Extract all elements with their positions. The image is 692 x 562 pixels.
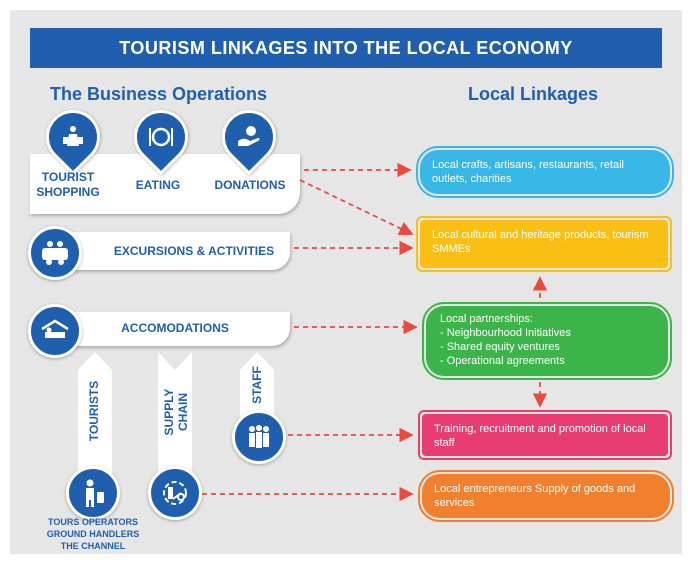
linkage-crafts-outline [416, 146, 674, 198]
linkage-entrepreneurs-outline [418, 470, 674, 522]
linkage-training: Training, recruitment and promotion of l… [422, 414, 668, 456]
linkage-training-outline [418, 410, 672, 460]
right-heading: Local Linkages [468, 84, 599, 104]
eating-label: EATING [135, 178, 181, 192]
shopping-icon [63, 126, 83, 146]
supply-chain-icon [163, 481, 187, 505]
staff-icon [249, 425, 269, 448]
linkage-cultural-outline [416, 216, 672, 272]
staff-circle [232, 410, 286, 464]
donations-label: DONATIONS [214, 178, 286, 192]
accommodation-circle [28, 304, 82, 358]
left-heading: The Business Operations [50, 84, 268, 104]
donations-pin [210, 98, 288, 176]
eating-icon [149, 127, 173, 147]
linkage-entrepreneurs: Local entrepreneurs Supply of goods and … [422, 474, 670, 518]
accommodation-icon [41, 319, 69, 338]
arrow-shopping-to-cultural [299, 179, 414, 236]
donations-icon [238, 126, 260, 146]
linkage-partnerships-outline [422, 302, 672, 380]
supply-chain-bar [158, 352, 192, 480]
shopping-pin [34, 98, 112, 176]
excursions-circle [28, 226, 82, 280]
tourist-icon [86, 479, 104, 507]
tourists-bar [78, 352, 112, 478]
tourist-shopping-label: TOURIST SHOPPING [36, 170, 100, 199]
diagram-background [10, 10, 682, 554]
accommodations-label: ACCOMODATIONS [121, 321, 229, 335]
accommodations-card [60, 312, 290, 346]
eating-pin [122, 98, 200, 176]
excursions-card [60, 232, 290, 270]
tours-operators-label: TOURS OPERATORS GROUND HANDLERS THE CHAN… [46, 517, 140, 551]
supply-chain-circle [148, 466, 202, 520]
linkage-cultural: Local cultural and heritage products, to… [420, 220, 668, 268]
excursions-label: EXCURSIONS & ACTIVITIES [113, 244, 275, 258]
diagram-title: TOURISM LINKAGES INTO THE LOCAL ECONOMY [30, 28, 662, 68]
linkage-crafts: Local crafts, artisans, restaurants, ret… [420, 150, 670, 194]
excursions-icon [42, 241, 68, 265]
tourist-circle [66, 466, 120, 520]
linkage-partnerships: Local partnerships: - Neighbourhood Init… [426, 306, 668, 376]
